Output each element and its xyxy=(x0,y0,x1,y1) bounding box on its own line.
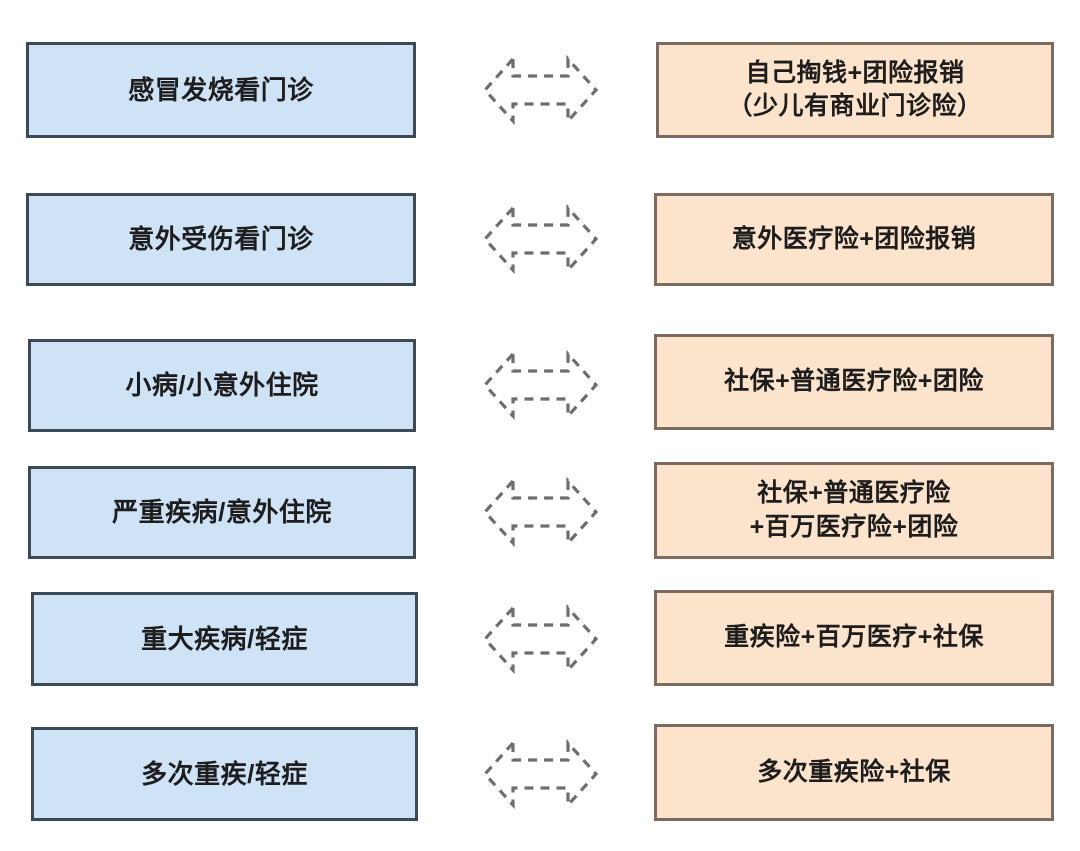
risk-label-2: 意外受伤看门诊 xyxy=(128,224,314,255)
connector-arrow-1 xyxy=(482,54,599,126)
risk-box-1[interactable]: 感冒发烧看门诊 xyxy=(26,42,416,138)
connector-arrow-4 xyxy=(482,476,599,548)
solution-box-6[interactable]: 多次重疾险+社保 xyxy=(654,724,1054,821)
solution-label-4: 社保+普通医疗险 +百万医疗险+团险 xyxy=(749,479,959,541)
double-arrow-icon xyxy=(482,603,599,675)
solution-label-2: 意外医疗险+团险报销 xyxy=(731,224,977,253)
solution-label-3: 社保+普通医疗险+团险 xyxy=(724,367,984,396)
risk-label-5: 重大疾病/轻症 xyxy=(141,623,308,654)
risk-label-4: 严重疾病/意外住院 xyxy=(112,497,332,528)
connector-arrow-2 xyxy=(482,203,599,275)
connector-arrow-5 xyxy=(482,603,599,675)
solution-box-3[interactable]: 社保+普通医疗险+团险 xyxy=(654,334,1054,430)
risk-label-1: 感冒发烧看门诊 xyxy=(128,74,314,105)
solution-box-2[interactable]: 意外医疗险+团险报销 xyxy=(654,193,1054,286)
solution-box-1[interactable]: 自己掏钱+团险报销 （少儿有商业门诊险） xyxy=(656,42,1054,138)
risk-box-5[interactable]: 重大疾病/轻症 xyxy=(31,592,418,686)
connector-arrow-3 xyxy=(482,349,599,421)
risk-box-6[interactable]: 多次重疾/轻症 xyxy=(31,727,418,821)
risk-label-3: 小病/小意外住院 xyxy=(125,370,319,401)
double-arrow-icon xyxy=(482,476,599,548)
double-arrow-icon xyxy=(482,349,599,421)
solution-label-1: 自己掏钱+团险报销 （少儿有商业门诊险） xyxy=(727,58,983,121)
risk-label-6: 多次重疾/轻症 xyxy=(141,758,308,789)
solution-label-5: 重疾险+百万医疗+社保 xyxy=(724,623,984,652)
risk-box-2[interactable]: 意外受伤看门诊 xyxy=(26,193,416,286)
double-arrow-icon xyxy=(482,203,599,275)
solution-box-5[interactable]: 重疾险+百万医疗+社保 xyxy=(654,590,1054,686)
double-arrow-icon xyxy=(482,54,599,126)
solution-label-6: 多次重疾险+社保 xyxy=(757,757,951,786)
connector-arrow-6 xyxy=(482,738,599,810)
risk-box-4[interactable]: 严重疾病/意外住院 xyxy=(28,466,416,559)
risk-box-3[interactable]: 小病/小意外住院 xyxy=(28,339,416,432)
solution-box-4[interactable]: 社保+普通医疗险 +百万医疗险+团险 xyxy=(654,462,1054,559)
double-arrow-icon xyxy=(482,738,599,810)
